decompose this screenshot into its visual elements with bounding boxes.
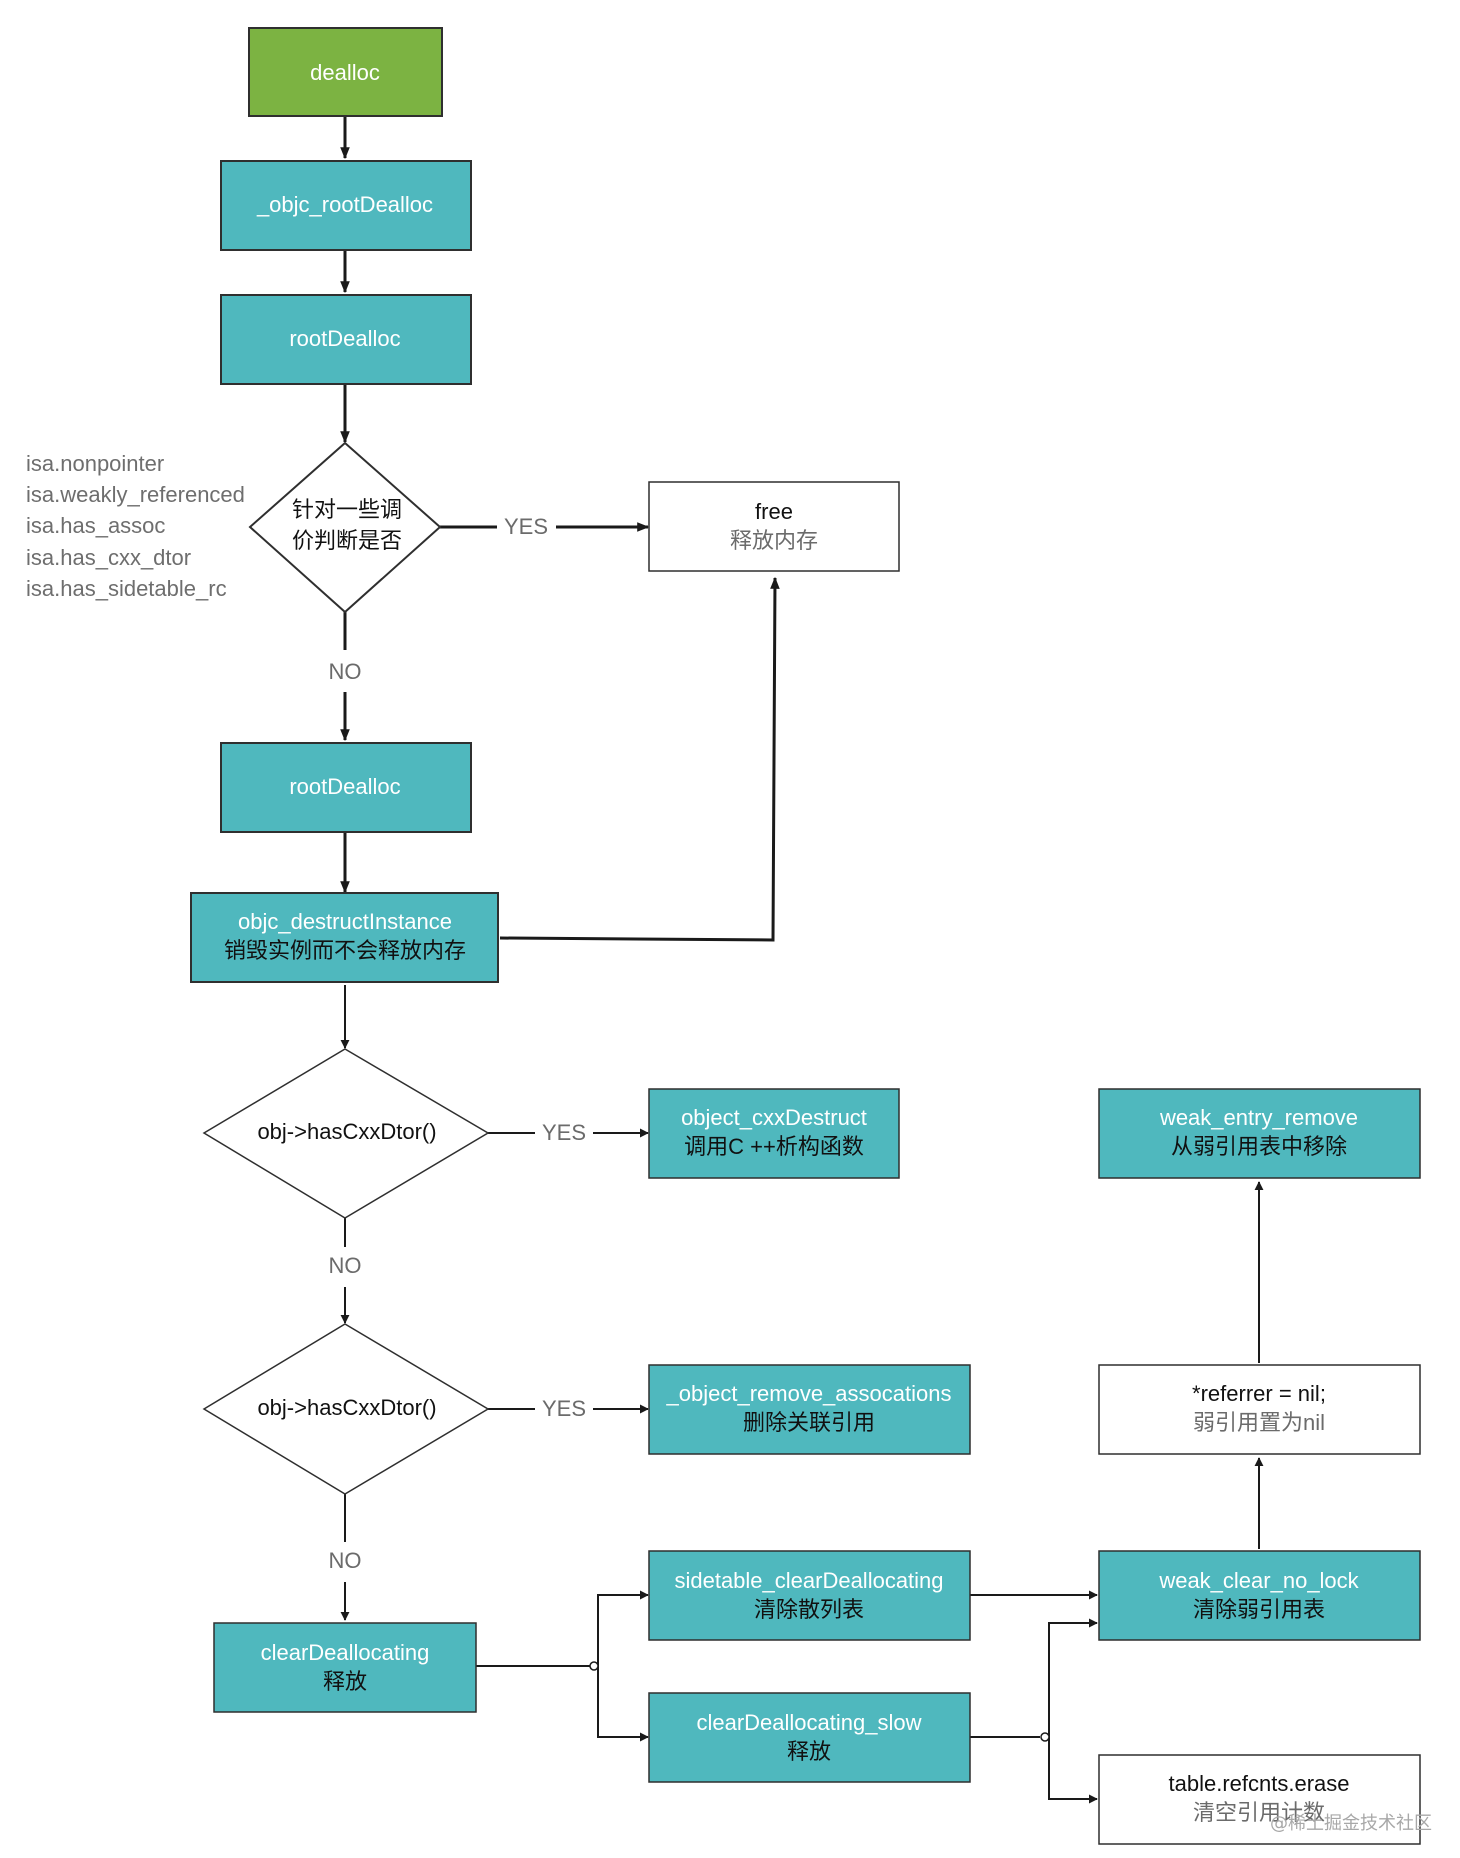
- edge-label-yes-3: YES: [542, 1396, 586, 1421]
- node-dealloc[interactable]: dealloc: [248, 27, 443, 117]
- node-destruct-sub: 销毁实例而不会释放内存: [224, 938, 466, 963]
- node-refcnts-title: table.refcnts.erase: [1169, 1771, 1350, 1796]
- edge-label-yes-1: YES: [504, 514, 548, 539]
- edge-slow-to-weak-clear: [1048, 1618, 1098, 1737]
- node-sidetable-title: sidetable_clearDeallocating: [674, 1568, 943, 1593]
- node-sidetable-sub: 清除散列表: [754, 1597, 864, 1622]
- side-note: isa.has_sidetable_rc: [26, 576, 227, 601]
- node-decision-2-label: obj->hasCxxDtor(): [257, 1119, 436, 1144]
- node-decision-1-line2: 价判断是否: [292, 528, 402, 553]
- node-free-sub: 释放内存: [730, 528, 818, 553]
- node-decision-1[interactable]: 针对一些调 价判断是否: [248, 441, 442, 614]
- node-refcnts-sub: 清空引用计数: [1193, 1800, 1325, 1825]
- node-weak-entry-title: weak_entry_remove: [1159, 1105, 1358, 1130]
- side-note: isa.nonpointer: [26, 451, 164, 476]
- edge-label-no-3: NO: [329, 1548, 362, 1573]
- node-objc-rootdealloc[interactable]: _objc_rootDealloc: [220, 160, 472, 251]
- node-slow-title: clearDeallocating_slow: [696, 1710, 921, 1735]
- node-refcnts-erase[interactable]: table.refcnts.erase 清空引用计数: [1098, 1754, 1421, 1845]
- side-note: isa.weakly_referenced: [26, 482, 245, 507]
- node-destruct-instance[interactable]: objc_destructInstance 销毁实例而不会释放内存: [190, 892, 499, 983]
- node-clear-deallocating-sub: 释放: [323, 1669, 367, 1694]
- node-referrer-nil[interactable]: *referrer = nil; 弱引用置为nil: [1098, 1364, 1421, 1455]
- node-clear-deallocating-slow[interactable]: clearDeallocating_slow 释放: [648, 1692, 971, 1783]
- node-decision-2[interactable]: obj->hasCxxDtor(): [202, 1048, 490, 1219]
- node-rootdealloc-1-label: rootDealloc: [289, 326, 400, 351]
- node-remove-assoc-sub: 删除关联引用: [743, 1410, 875, 1435]
- edge-label-yes-2: YES: [542, 1120, 586, 1145]
- connectors: [340, 116, 1264, 1804]
- side-notes: isa.nonpointer isa.weakly_referenced isa…: [26, 451, 245, 601]
- node-cxx-destruct[interactable]: object_cxxDestruct 调用C ++析构函数: [648, 1088, 900, 1179]
- node-weak-entry-sub: 从弱引用表中移除: [1171, 1134, 1347, 1159]
- node-rootdealloc-2[interactable]: rootDealloc: [220, 742, 472, 833]
- side-note: isa.has_assoc: [26, 513, 165, 538]
- edge-split-to-slow: [597, 1666, 649, 1742]
- junction-clear: [589, 1661, 599, 1671]
- node-dealloc-label: dealloc: [310, 60, 380, 85]
- node-decision-1-line1: 针对一些调: [292, 497, 402, 522]
- edge-label-no-2: NO: [329, 1253, 362, 1278]
- node-weak-clear-sub: 清除弱引用表: [1193, 1597, 1325, 1622]
- node-weak-clear-title: weak_clear_no_lock: [1158, 1568, 1359, 1593]
- node-remove-assocations[interactable]: _object_remove_assocations 删除关联引用: [648, 1364, 971, 1455]
- node-objc-rootdealloc-label: _objc_rootDealloc: [256, 192, 433, 217]
- node-clear-deallocating-title: clearDeallocating: [261, 1640, 430, 1665]
- node-weak-clear-no-lock[interactable]: weak_clear_no_lock 清除弱引用表: [1098, 1550, 1421, 1641]
- watermark: @稀土掘金技术社区: [1270, 1813, 1432, 1834]
- node-rootdealloc-2-label: rootDealloc: [289, 774, 400, 799]
- node-cxx-destruct-sub: 调用C ++析构函数: [684, 1134, 864, 1159]
- node-clear-deallocating[interactable]: clearDeallocating 释放: [213, 1622, 477, 1713]
- node-free-title: free: [755, 499, 793, 524]
- node-destruct-title: objc_destructInstance: [238, 909, 452, 934]
- node-decision-3-label: obj->hasCxxDtor(): [257, 1395, 436, 1420]
- node-remove-assoc-title: _object_remove_assocations: [666, 1381, 952, 1406]
- node-sidetable-clear[interactable]: sidetable_clearDeallocating 清除散列表: [648, 1550, 971, 1641]
- edge-destruct-to-free: [499, 576, 780, 942]
- node-referrer-title: *referrer = nil;: [1192, 1381, 1326, 1406]
- junction-slow: [1040, 1732, 1050, 1742]
- node-slow-sub: 释放: [787, 1739, 831, 1764]
- node-weak-entry-remove[interactable]: weak_entry_remove 从弱引用表中移除: [1098, 1088, 1421, 1179]
- edge-label-no-1: NO: [329, 659, 362, 684]
- node-decision-3[interactable]: obj->hasCxxDtor(): [202, 1323, 490, 1495]
- edge-slow-to-refcnts: [1048, 1737, 1098, 1804]
- node-cxx-destruct-title: object_cxxDestruct: [681, 1105, 867, 1130]
- edge-split-to-sidetable: [597, 1590, 649, 1666]
- node-referrer-sub: 弱引用置为nil: [1193, 1410, 1325, 1435]
- node-rootdealloc-1[interactable]: rootDealloc: [220, 294, 472, 385]
- node-free[interactable]: free 释放内存: [648, 481, 900, 572]
- side-note: isa.has_cxx_dtor: [26, 545, 191, 570]
